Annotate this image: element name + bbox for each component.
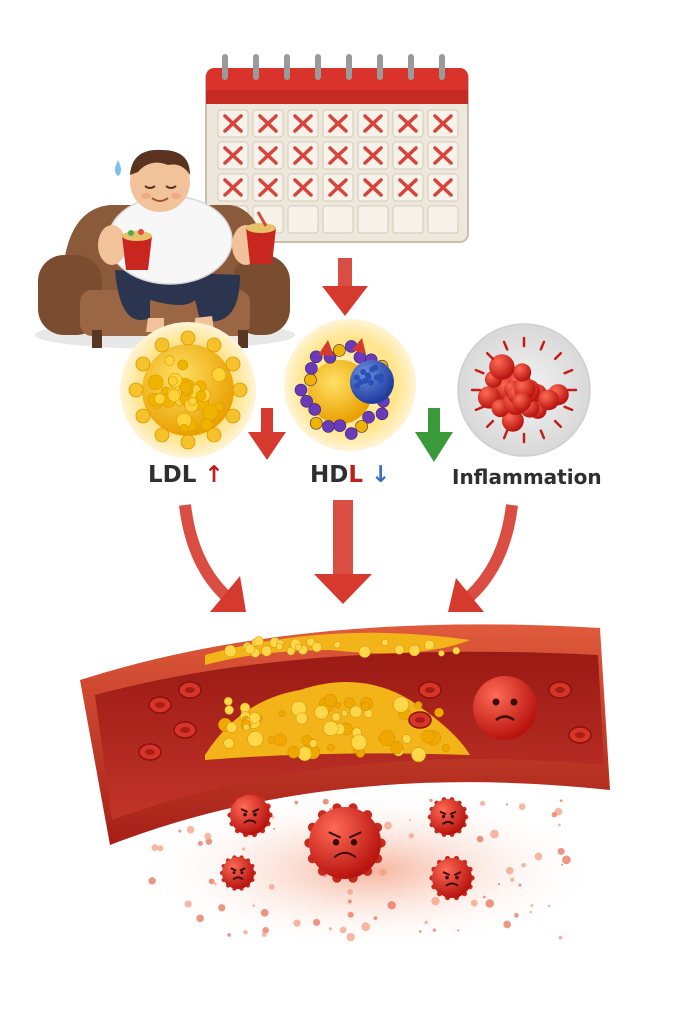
calendar-ring (346, 54, 352, 80)
calendar-x-mark (398, 114, 418, 133)
arrow-center-to-artery (314, 500, 372, 604)
drink-cup-right (246, 211, 276, 264)
calendar-x-mark (433, 114, 453, 133)
calendar-x-mark (223, 178, 243, 197)
angry-cell (227, 792, 273, 838)
calendar-x-mark (258, 146, 278, 165)
calendar-ring (377, 54, 383, 80)
calendar-x-mark (328, 146, 348, 165)
arrow-ldl-down (248, 408, 286, 460)
inflammation-particle (457, 323, 591, 457)
ldl-up-arrow: ↑ (204, 462, 224, 488)
calendar-x-mark (293, 146, 313, 165)
arrow-right-to-artery (448, 504, 518, 612)
arrow-left-to-artery (179, 504, 246, 612)
calendar-cell (322, 205, 354, 234)
calendar-ring (439, 54, 445, 80)
artery (80, 624, 610, 950)
hdl-text-b: L (348, 462, 363, 488)
ldl-text: LDL (148, 462, 197, 488)
calendar-cell (357, 205, 389, 234)
ldl-particle (120, 322, 256, 458)
inflammatory-cell-vessel (473, 676, 537, 740)
snack-cup-left (122, 229, 152, 270)
calendar-ring (315, 54, 321, 80)
hdl-down-arrow: ↓ (371, 462, 391, 488)
angry-cell (219, 855, 257, 891)
inflammation-text: Inflammation (452, 465, 602, 489)
calendar-x-mark (293, 114, 313, 133)
hdl-particle (284, 319, 416, 451)
calendar-ring (253, 54, 259, 80)
calendar-x-mark (398, 146, 418, 165)
calendar-x-mark (328, 178, 348, 197)
calendar-x-mark (223, 146, 243, 165)
hdl-text-a: HD (310, 462, 349, 488)
calendar-x-mark (433, 146, 453, 165)
angry-cell (304, 803, 386, 883)
arrow-calendar-down (322, 258, 368, 316)
calendar (205, 54, 469, 243)
calendar-x-mark (258, 178, 278, 197)
calendar-ring (408, 54, 414, 80)
calendar-x-mark (258, 114, 278, 133)
inflammation-label: Inflammation (452, 465, 602, 489)
calendar-x-mark (363, 178, 383, 197)
calendar-ring (284, 54, 290, 80)
ldl-label: LDL ↑ (148, 462, 224, 488)
calendar-cell (392, 205, 424, 234)
arrow-hdl-down-green (415, 408, 453, 462)
calendar-cell (287, 205, 319, 234)
calendar-cell (427, 205, 459, 234)
calendar-x-mark (363, 114, 383, 133)
angry-cell (429, 855, 475, 901)
calendar-rings (222, 54, 445, 80)
calendar-x-mark (223, 114, 243, 133)
calendar-ring (222, 54, 228, 80)
hdl-label: HDL ↓ (310, 462, 390, 488)
calendar-x-mark (328, 114, 348, 133)
angry-cell (427, 797, 469, 837)
angry-cells (219, 792, 475, 901)
calendar-x-mark (433, 178, 453, 197)
calendar-x-mark (398, 178, 418, 197)
calendar-x-mark (293, 178, 313, 197)
calendar-grid (217, 109, 459, 234)
calendar-x-mark (363, 146, 383, 165)
